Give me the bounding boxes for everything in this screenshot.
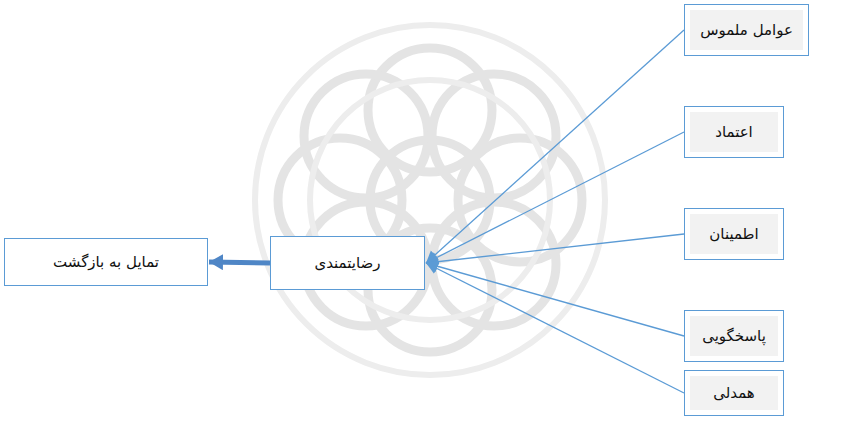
box-label: رضایتمندی [310,254,384,272]
connector-arrow [426,234,684,263]
box-label: همدلی [709,384,759,402]
box-label: عوامل ملموس [696,21,797,39]
dimension-box: پاسخگویی [684,310,784,362]
box-label: اطمینان [705,225,762,243]
thick-arrow [209,262,270,263]
connector-arrow [426,263,684,336]
satisfaction-box: رضایتمندی [270,236,425,290]
outcome-box: تمایل به بازگشت [4,238,208,286]
dimension-box: همدلی [684,370,784,416]
connector-arrow [426,132,684,263]
dimension-box: عوامل ملموس [684,4,809,56]
dimension-box: اعتماد [684,106,784,158]
dimension-box: اطمینان [684,208,784,260]
connector-arrow [426,30,684,263]
box-label: اعتماد [711,123,757,141]
box-label: تمایل به بازگشت [49,253,163,271]
box-label: پاسخگویی [698,327,770,345]
connector-arrow [426,263,684,393]
